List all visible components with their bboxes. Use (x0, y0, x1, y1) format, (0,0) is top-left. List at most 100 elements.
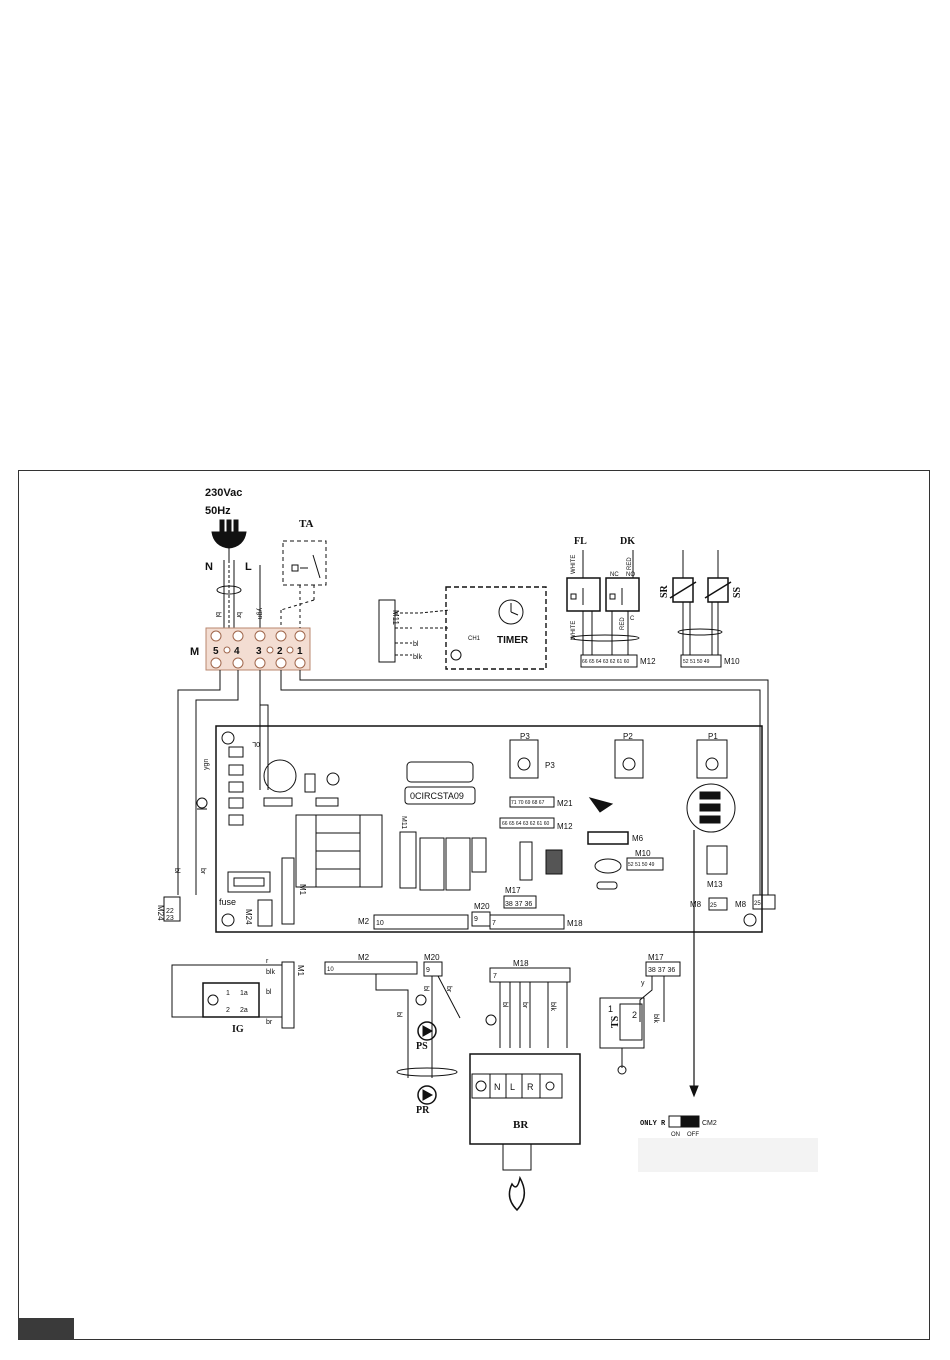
jumper-note: ONLY R CM2 ON OFF (640, 1115, 717, 1138)
ts-label: TS (610, 1015, 621, 1028)
dk-no: NO (626, 572, 635, 578)
board-m8-pins: 25 (710, 903, 717, 909)
ignitor-ig: 1 1a 2 2a IG M1 r blk bl br (171, 958, 305, 1035)
ig-term-1: 1 (226, 990, 230, 997)
board-m2: M2 (358, 917, 370, 926)
burner-term-r: R (527, 1082, 534, 1092)
dk-nc: NC (610, 572, 619, 578)
m20-pins: 9 (426, 967, 430, 974)
board-m12: M12 (557, 822, 573, 831)
br-wire-blk: blk (549, 1002, 556, 1011)
terminal-1: 1 (297, 646, 303, 657)
pr-wire-bl: bl (395, 1012, 402, 1018)
burner-term-l: L (510, 1082, 515, 1092)
m24-pin-23: 23 (166, 915, 174, 922)
switch-name: CM2 (702, 1120, 717, 1127)
page-tab (18, 1318, 74, 1340)
diagram-frame (18, 470, 930, 1340)
board-m18-pins: 7 (492, 920, 496, 927)
switch-off: OFF (687, 1132, 699, 1138)
ig-wire-br: br (266, 1019, 273, 1026)
m20-label: M20 (424, 953, 440, 962)
burner-term-n: N (494, 1082, 501, 1092)
board-m21: M21 (557, 799, 573, 808)
terminal-5: 5 (213, 646, 219, 657)
ig-term-1a: 1a (240, 990, 248, 997)
board-m17-pins: 38 37 36 (505, 901, 532, 908)
ig-m1: M1 (296, 965, 305, 977)
fl-wire-white-top: WHITE (571, 555, 577, 574)
board-m10: M10 (635, 849, 651, 858)
fl-label: FL (574, 536, 587, 547)
board-m8: M8 (690, 900, 702, 909)
br-wire-bl: bl (501, 1002, 508, 1008)
dk-c: C (630, 616, 635, 622)
pump-pressure-wiring: 10 M2 9 M20 bl bl br PS PR (324, 953, 461, 1116)
ig-wire-r: r (266, 958, 269, 965)
br-wire-br: br (521, 1002, 528, 1009)
board-m1: M1 (298, 884, 307, 896)
safety-thermostat-ts: 38 37 36 M17 y blk 1 2 TS (599, 953, 681, 1075)
m18-label: M18 (513, 959, 529, 968)
board-pcb-mark: 0L (252, 740, 260, 747)
switch-note-box (638, 1138, 818, 1172)
ts-term-2: 2 (632, 1010, 637, 1020)
terminal-block-label: M (190, 646, 199, 658)
timer-ch1: CH1 (468, 636, 481, 642)
burner-br: 7 M18 bl br blk N L R BR (469, 959, 581, 1212)
pot-p2: P2 (623, 732, 633, 741)
pr-label: PR (416, 1105, 430, 1116)
switch-note-text: ONLY R (640, 1120, 666, 1128)
board-m20-pins: 9 (474, 916, 478, 923)
pot-p3-side: P3 (545, 761, 555, 770)
fl-wire-white-bottom: WHITE (571, 621, 577, 640)
ps-label: PS (416, 1041, 428, 1052)
terminal-block-m: M 5 4 3 2 1 (190, 627, 311, 671)
ts-wire-y: y (641, 980, 645, 987)
neutral-label: N (205, 561, 213, 573)
terminal-4: 4 (234, 646, 240, 657)
wire-br-1: br (235, 612, 242, 619)
timer-wire-bl: bl (413, 641, 419, 648)
ig-wire-bl: bl (266, 989, 272, 996)
fl-dk-connector: M12 (640, 657, 656, 666)
supply-wiring: bl br ygn 22 23 M24 (156, 670, 769, 922)
ps-wire-br: br (445, 986, 452, 993)
fl-dk-pins: 66 65 64 63 62 61 60 (582, 659, 629, 665)
ta-label: TA (299, 518, 314, 530)
m2-pins: 10 (327, 967, 334, 973)
sr-label: SR (659, 584, 670, 598)
supply-frequency: 50Hz (205, 505, 231, 517)
pot-p1: P1 (708, 732, 718, 741)
dhw-switch-dk: DK NC NO RED RED C 66 65 64 63 62 61 60 … (570, 536, 656, 668)
m18-pins: 7 (493, 973, 497, 980)
flow-switch-fl: FL WHITE WHITE (566, 536, 601, 655)
m17-pins: 38 37 36 (648, 967, 675, 974)
ig-label: IG (232, 1024, 244, 1035)
sr-ss-connector: M10 (724, 657, 740, 666)
sr-ss-pins: 52 51 50 49 (683, 659, 710, 665)
ts-term-1: 1 (608, 1004, 613, 1014)
board-fuse: fuse (219, 897, 236, 907)
board-m11: M11 (400, 816, 407, 829)
board-m17: M17 (505, 886, 521, 895)
dk-label: DK (620, 536, 635, 547)
br-label: BR (513, 1119, 529, 1131)
m24-ext-label: M24 (156, 905, 165, 921)
m17-label: M17 (648, 953, 664, 962)
board-m20: M20 (474, 902, 490, 911)
board-m21-pins: 71 70 69 68 67 (511, 800, 545, 806)
ss-label: SS (732, 586, 743, 598)
live-label: L (245, 561, 252, 573)
ig-wire-blk: blk (266, 969, 275, 976)
board-m13: M13 (707, 880, 723, 889)
dk-red-bottom: RED (620, 617, 626, 630)
ig-term-2: 2 (226, 1007, 230, 1014)
room-thermostat-ta: TA (280, 518, 327, 628)
m8-ext-label: M8 (735, 900, 747, 909)
ps-wire-bl: bl (422, 986, 429, 992)
board-m10-pins: 52 51 50 49 (628, 862, 655, 868)
timer-wire-blk: blk (413, 654, 422, 661)
pot-p3: P3 (520, 732, 530, 741)
